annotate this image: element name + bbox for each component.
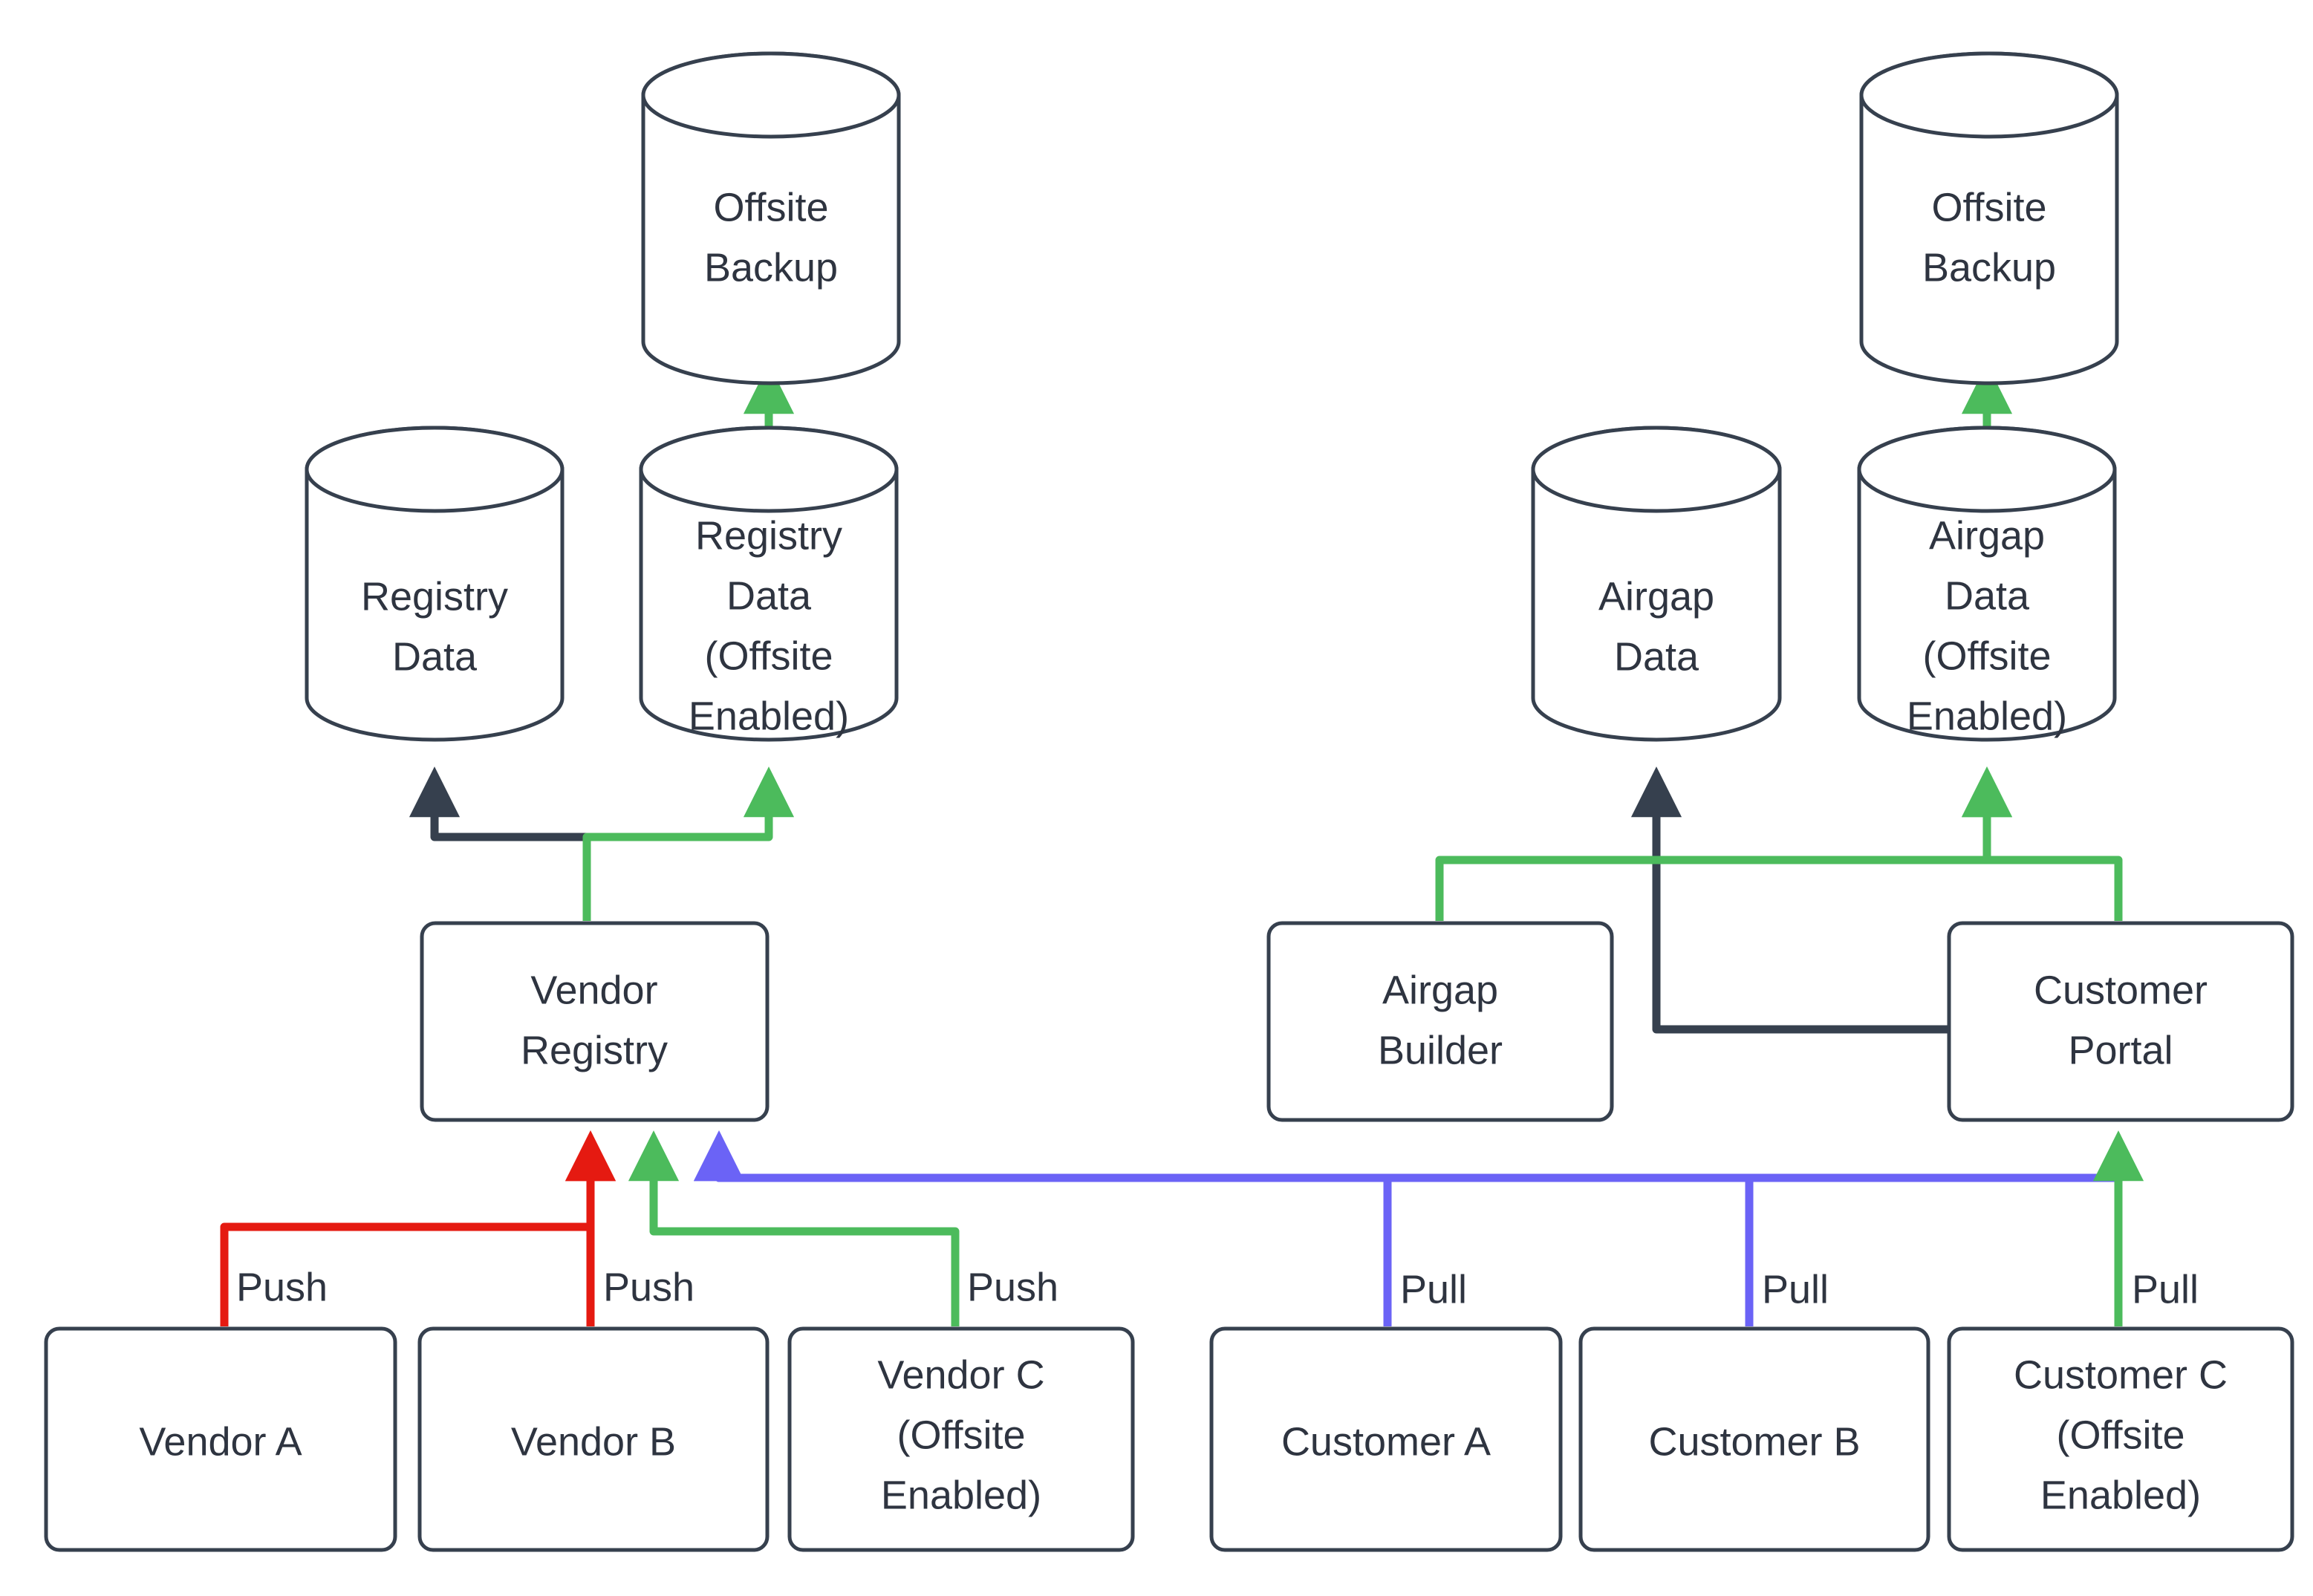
node-label: Data [392, 634, 478, 679]
edge-label-vendor-a-push: Push [236, 1265, 328, 1309]
node-label: Vendor B [511, 1419, 676, 1464]
node-label: Vendor C [877, 1352, 1044, 1397]
node-label: (Offsite [704, 633, 833, 678]
node-customer-c[interactable]: Customer C (Offsite Enabled) [1947, 1326, 2294, 1552]
node-label: Customer C [2014, 1352, 2228, 1397]
node-label: Offsite [713, 185, 828, 229]
node-customer-a[interactable]: Customer A [1209, 1326, 1563, 1552]
edge-label-vendor-c-push: Push [967, 1265, 1058, 1309]
node-label: Airgap [1929, 513, 2045, 558]
node-offsite-backup-left[interactable]: Offsite Backup [641, 51, 901, 385]
node-label: Data [1945, 573, 2030, 618]
node-label: Enabled) [1907, 694, 2067, 738]
edge-label-customer-c-pull: Pull [2132, 1267, 2199, 1312]
node-label: Enabled) [881, 1473, 1041, 1517]
edge-label-customer-b-pull: Pull [1762, 1267, 1829, 1312]
node-label: Enabled) [689, 694, 849, 738]
node-label: Vendor A [139, 1419, 302, 1464]
edge-label-vendor-b-push: Push [603, 1265, 694, 1309]
node-label: Backup [1922, 245, 2056, 290]
edge-vendor-c-push [628, 1130, 960, 1326]
node-label: Airgap [1598, 574, 1714, 619]
node-label: Customer B [1648, 1419, 1860, 1464]
node-label: Builder [1378, 1028, 1503, 1072]
edge-customer-b-pull [693, 1130, 1754, 1326]
node-vendor-registry[interactable]: Vendor Registry [420, 921, 770, 1122]
node-label: Portal [2068, 1028, 2173, 1072]
node-label: (Offsite [897, 1413, 1025, 1457]
node-label: Registry [361, 574, 508, 619]
node-label: (Offsite [2056, 1413, 2184, 1457]
node-label: (Offsite [1922, 633, 2051, 678]
node-label: Airgap [1382, 968, 1498, 1012]
node-label: Registry [521, 1028, 668, 1072]
node-label: Offsite [1931, 185, 2046, 229]
edge-customer-portal-to-airgap-data [1630, 766, 1950, 1034]
edge-label-customer-a-pull: Pull [1400, 1267, 1467, 1312]
node-registry-data-offsite[interactable]: Registry Data (Offsite Enabled) [639, 426, 899, 742]
edge-airgap-builder-to-airgap-data-offsite [1435, 766, 2013, 921]
node-airgap-builder[interactable]: Airgap Builder [1266, 921, 1614, 1122]
node-offsite-backup-right[interactable]: Offsite Backup [1859, 51, 2119, 385]
node-label: Customer [2034, 968, 2208, 1012]
node-airgap-data[interactable]: Airgap Data [1531, 426, 1782, 742]
node-vendor-a[interactable]: Vendor A [44, 1326, 397, 1552]
edge-vendor-registry-to-registry-data-offsite [582, 766, 795, 921]
node-label: Enabled) [2040, 1473, 2201, 1517]
node-label: Customer A [1281, 1419, 1491, 1464]
edge-vendor-registry-to-registry-data [409, 766, 591, 921]
node-label: Registry [695, 513, 842, 558]
node-customer-portal[interactable]: Customer Portal [1947, 921, 2294, 1122]
node-vendor-c[interactable]: Vendor C (Offsite Enabled) [787, 1326, 1135, 1552]
node-label: Data [1614, 634, 1699, 679]
node-registry-data[interactable]: Registry Data [305, 426, 565, 742]
node-airgap-data-offsite[interactable]: Airgap Data (Offsite Enabled) [1857, 426, 2117, 742]
node-label: Data [726, 573, 812, 618]
node-label: Backup [704, 245, 838, 290]
node-vendor-b[interactable]: Vendor B [417, 1326, 770, 1552]
edge-customer-portal-to-airgap-data-offsite [1961, 766, 2123, 921]
node-label: Vendor [530, 968, 657, 1012]
node-customer-b[interactable]: Customer B [1578, 1326, 1930, 1552]
